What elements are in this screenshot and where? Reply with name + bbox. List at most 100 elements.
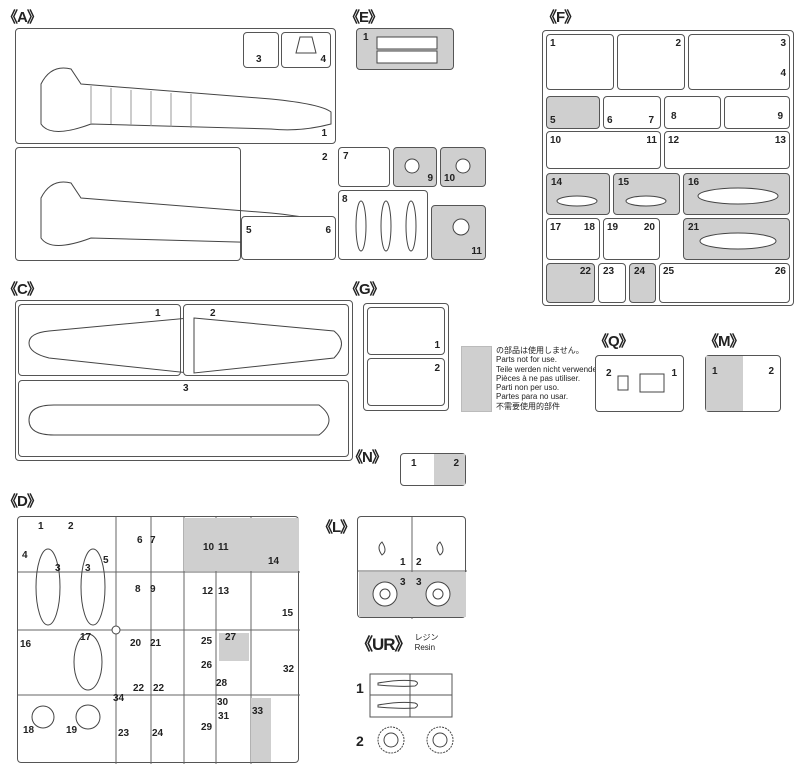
part-f24: 24 bbox=[629, 263, 656, 303]
part-number: 1 bbox=[38, 521, 44, 532]
part-number: 10 bbox=[550, 135, 562, 146]
resin-label-en: Resin bbox=[414, 642, 436, 652]
sprue-g-label: 《G》 bbox=[345, 281, 385, 298]
sprue-ur-header: 《UR》 レジン Resin bbox=[356, 630, 439, 655]
part-number: 2 bbox=[768, 366, 774, 377]
part-number: 2 bbox=[453, 458, 459, 469]
legend-line: 不需要使用的部件 bbox=[496, 401, 560, 411]
legend-line: Teile werden nicht verwendet. bbox=[496, 364, 602, 374]
resin-label-jp: レジン bbox=[414, 632, 439, 642]
part-a3: 3 bbox=[243, 32, 279, 68]
legend-line: Parts not for use. bbox=[496, 355, 557, 365]
part-number: 1 bbox=[321, 128, 327, 139]
part-number: 31 bbox=[218, 711, 230, 722]
part-number: 5 bbox=[103, 555, 109, 566]
part-f9: 9 bbox=[724, 96, 790, 129]
part-number: 4 bbox=[320, 54, 326, 65]
part-c2-wing-upper-right: 2 bbox=[183, 304, 349, 376]
part-number: 23 bbox=[603, 266, 615, 277]
part-number: 2 bbox=[416, 557, 422, 568]
part-f22: 22 bbox=[546, 263, 595, 303]
part-f21: 21 bbox=[683, 218, 790, 260]
part-number: 1 bbox=[363, 32, 369, 43]
part-number: 13 bbox=[774, 135, 786, 146]
part-a2-fuselage-right: 2 bbox=[15, 147, 332, 261]
part-number: 25 bbox=[663, 266, 675, 277]
part-number: 14 bbox=[551, 177, 563, 188]
part-number: 8 bbox=[342, 194, 348, 205]
part-number: 20 bbox=[643, 222, 655, 233]
part-number: 2 bbox=[210, 308, 216, 319]
part-number: 2 bbox=[675, 38, 681, 49]
legend-line: Parti non per uso. bbox=[496, 383, 560, 393]
part-a4: 4 bbox=[281, 32, 331, 68]
fuselage-drawing bbox=[40, 67, 332, 132]
sprue-d-label: 《D》 bbox=[3, 493, 42, 510]
sprue-d-frame bbox=[17, 516, 300, 764]
part-number: 6 bbox=[607, 115, 613, 126]
part-f16: 16 bbox=[683, 173, 790, 215]
part-f1: 1 bbox=[546, 34, 614, 90]
part-number: 17 bbox=[550, 222, 562, 233]
part-ur2-number: 2 bbox=[356, 733, 364, 749]
part-f5: 5 bbox=[546, 96, 600, 129]
part-number: 22 bbox=[153, 683, 165, 694]
sprue-q-label: 《Q》 bbox=[594, 333, 634, 350]
part-number: 3 bbox=[256, 54, 262, 65]
part-a7: 7 bbox=[338, 147, 390, 187]
part-ur1-number: 1 bbox=[356, 680, 364, 696]
part-number: 9 bbox=[777, 111, 783, 122]
part-f8: 8 bbox=[664, 96, 721, 129]
part-number: 12 bbox=[668, 135, 680, 146]
sprue-l: 1 2 3 3 bbox=[357, 516, 467, 619]
part-number: 18 bbox=[23, 725, 35, 736]
part-number: 9 bbox=[150, 584, 156, 595]
part-number: 3 bbox=[55, 563, 61, 574]
part-number: 2 bbox=[606, 368, 612, 379]
part-number: 18 bbox=[583, 222, 595, 233]
part-number: 27 bbox=[225, 632, 237, 643]
sprue-e-label: 《E》 bbox=[345, 9, 383, 26]
unused-parts-legend: の部品は使用しません。 Parts not for use. Teile wer… bbox=[496, 346, 601, 411]
part-number: 6 bbox=[137, 535, 143, 546]
part-number: 7 bbox=[343, 151, 349, 162]
part-g2: 2 bbox=[367, 358, 445, 406]
part-number: 24 bbox=[152, 728, 164, 739]
part-number: 8 bbox=[135, 584, 141, 595]
part-number: 29 bbox=[201, 722, 213, 733]
part-f2: 2 bbox=[617, 34, 685, 90]
part-number: 3 bbox=[416, 577, 422, 588]
part-number: 3 bbox=[400, 577, 406, 588]
legend-line: Partes para no usar. bbox=[496, 392, 569, 402]
part-e1-canopy: 1 bbox=[356, 28, 454, 70]
part-number: 24 bbox=[634, 266, 646, 277]
part-number: 33 bbox=[252, 706, 264, 717]
part-number: 1 bbox=[400, 557, 406, 568]
legend-line: Pièces à ne pas utiliser. bbox=[496, 373, 581, 383]
part-c3-wing-lower: 3 bbox=[18, 380, 349, 457]
part-number: 22 bbox=[133, 683, 145, 694]
sprue-f-label: 《F》 bbox=[542, 9, 579, 26]
part-f14: 14 bbox=[546, 173, 610, 215]
sprue-l-label: 《L》 bbox=[318, 519, 355, 536]
sprue-m-label: 《M》 bbox=[704, 333, 744, 350]
part-number: 6 bbox=[325, 225, 331, 236]
part-number: 14 bbox=[268, 556, 280, 567]
part-number: 12 bbox=[202, 586, 214, 597]
part-number: 1 bbox=[434, 340, 440, 351]
part-number: 22 bbox=[579, 266, 591, 277]
sprue-a-label: 《A》 bbox=[3, 9, 42, 26]
unused-parts-swatch bbox=[461, 346, 492, 412]
part-number: 13 bbox=[218, 586, 230, 597]
part-number: 7 bbox=[150, 535, 156, 546]
part-number: 16 bbox=[20, 639, 32, 650]
part-number: 3 bbox=[85, 563, 91, 574]
